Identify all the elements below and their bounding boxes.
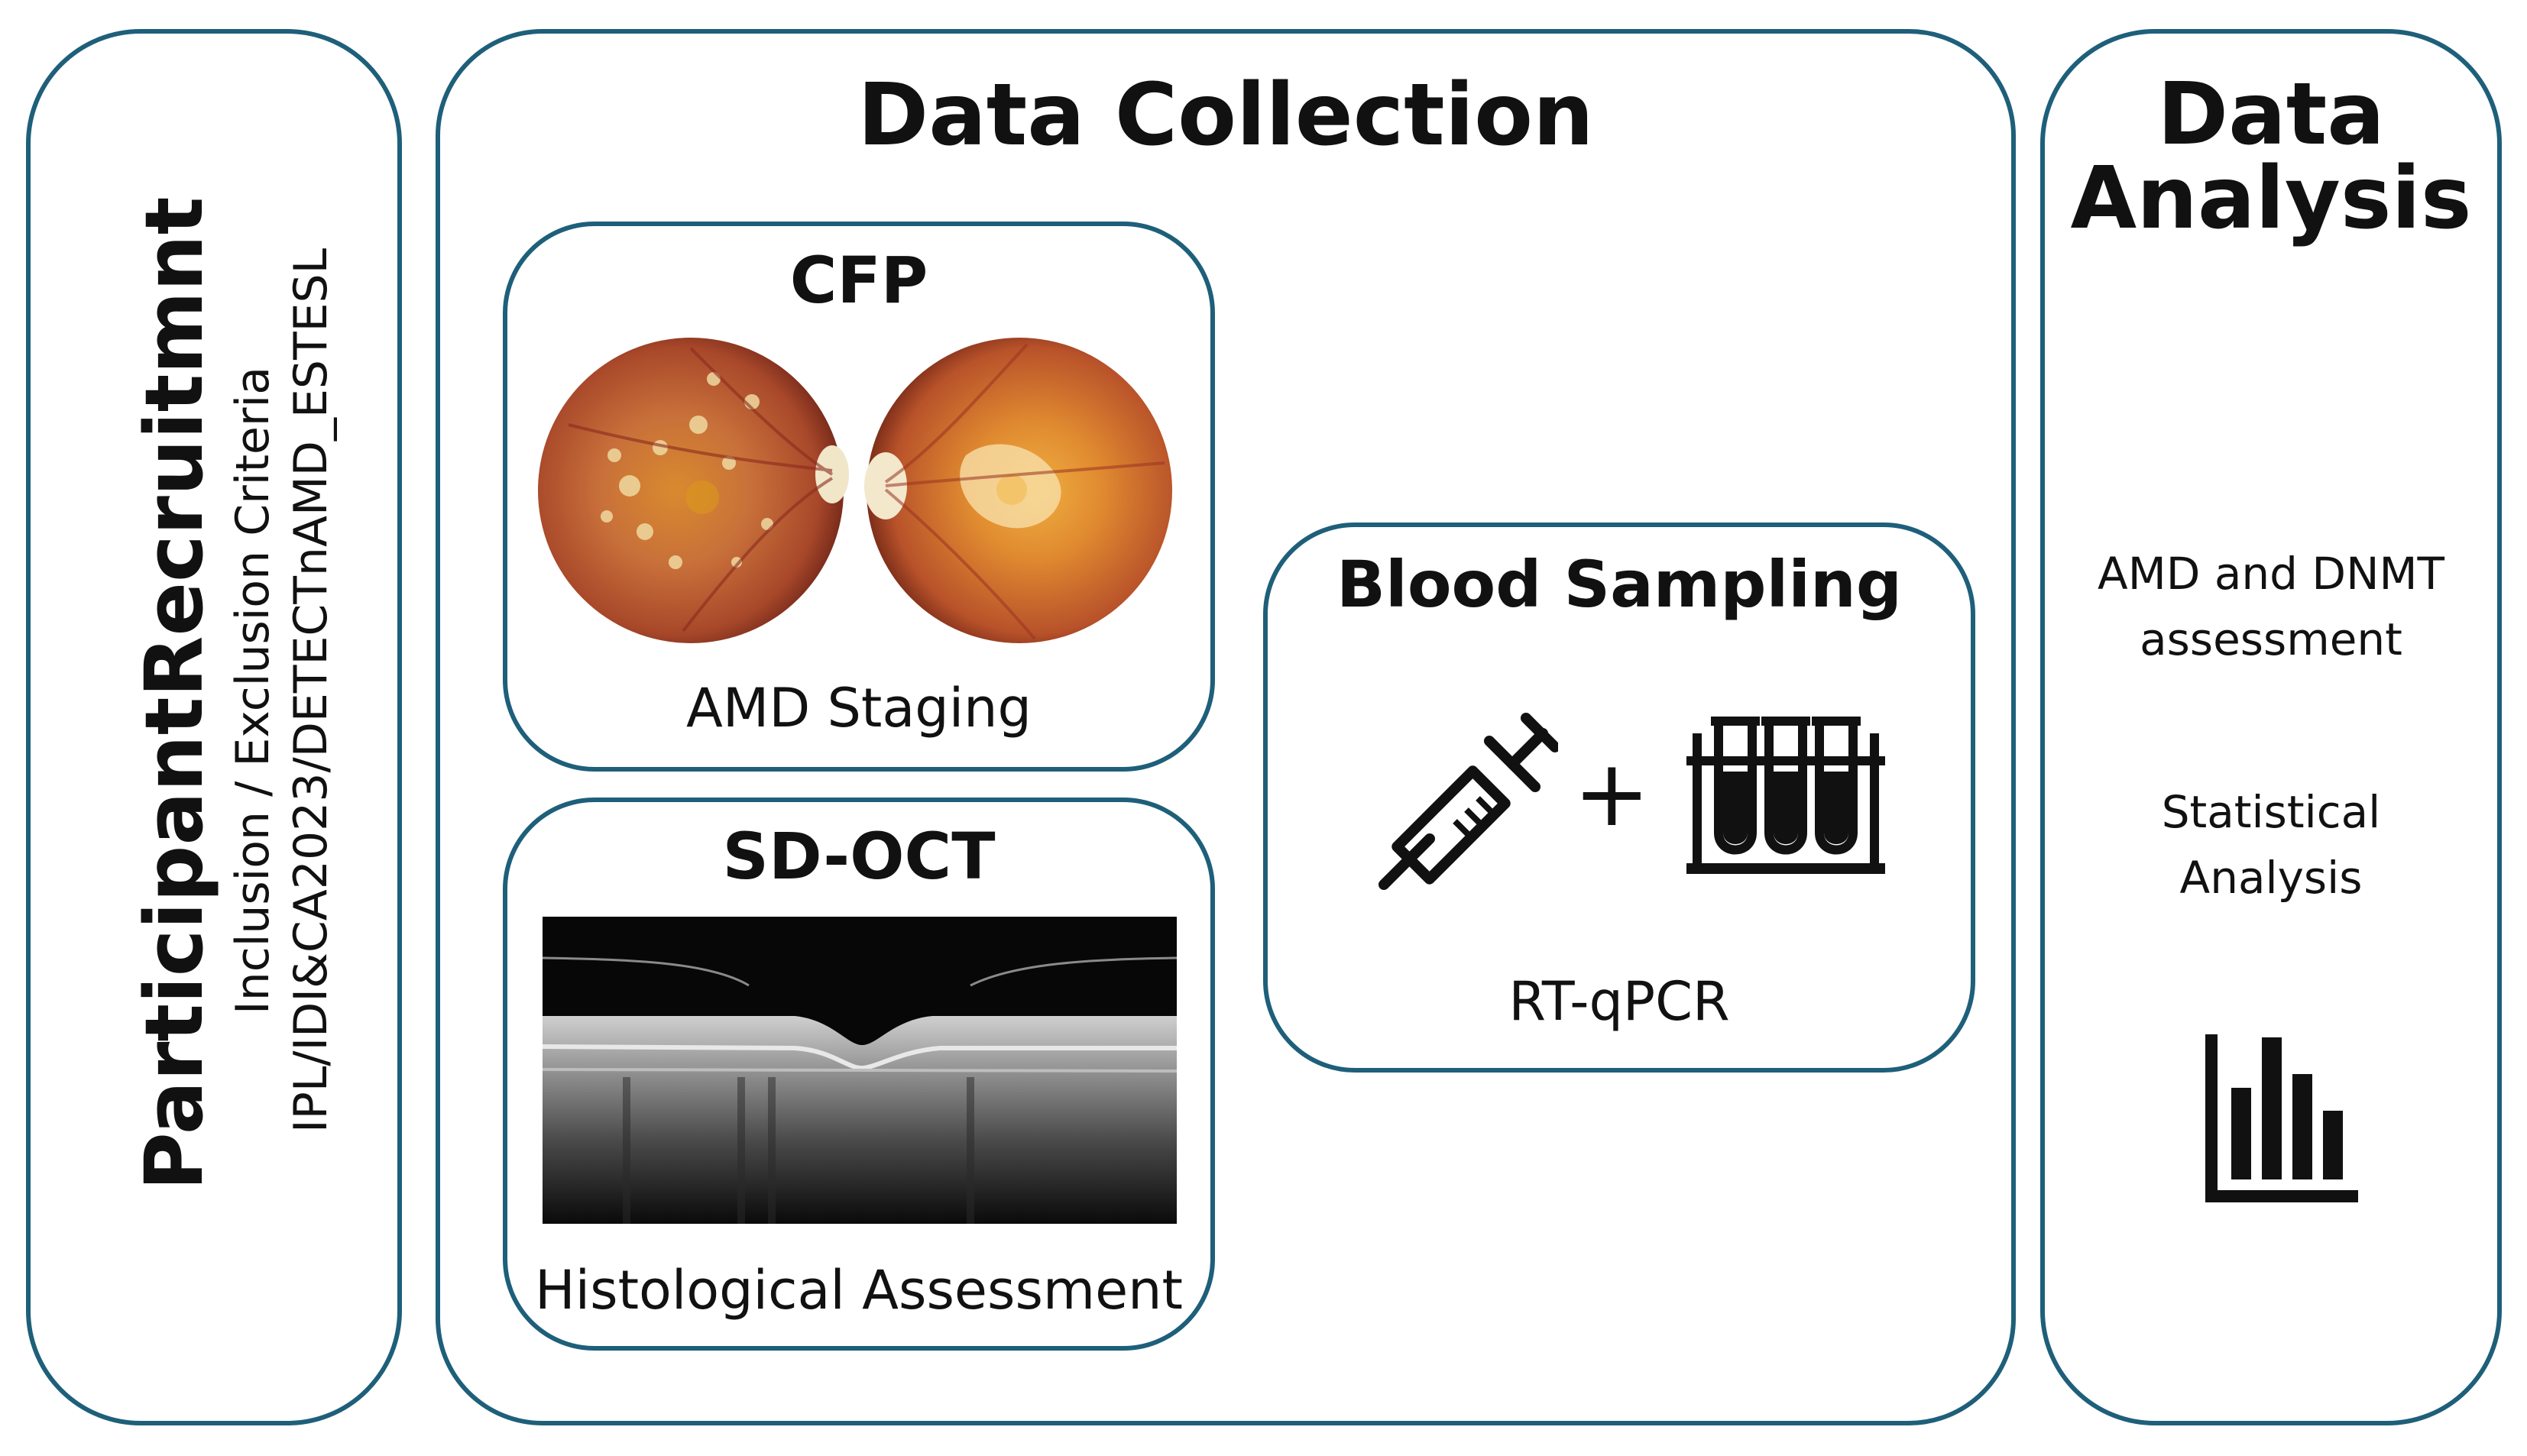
analysis-title-line1: Data xyxy=(2157,65,2385,164)
analysis-item1-line2: assessment xyxy=(2140,613,2402,665)
analysis-title-line2: Analysis xyxy=(2070,149,2472,248)
analysis-item2-line1: Statistical xyxy=(2161,786,2381,838)
test-tubes-icon xyxy=(1686,717,1885,874)
recruitment-panel xyxy=(26,29,402,1425)
analysis-item1-line1: AMD and DNMT xyxy=(2098,548,2444,600)
cfp-panel: CFP xyxy=(503,222,1215,772)
cfp-title: CFP xyxy=(789,243,928,318)
cfp-caption: AMD Staging xyxy=(686,677,1032,739)
syringe-icon xyxy=(1379,713,1558,890)
recruitment-title: ParticipantRecruitmnt xyxy=(128,196,221,1191)
blood-panel: Blood Sampling + xyxy=(1263,523,1975,1073)
analysis-item2-line2: Analysis xyxy=(2179,852,2363,904)
analysis-panel: Data Analysis AMD and DNMT assessment St… xyxy=(2040,29,2502,1425)
fundus-photo-icon xyxy=(538,338,1172,643)
protocol-text: IPL/IDI&CA2023/DETECTnAMD_ESTESL xyxy=(284,248,338,1134)
blood-caption: RT-qPCR xyxy=(1508,970,1730,1033)
oct-title: SD-OCT xyxy=(722,819,996,894)
oct-scan-icon xyxy=(543,917,1177,1224)
bar-chart-icon xyxy=(2205,1034,2358,1202)
criteria-text: Inclusion / Exclusion Criteria xyxy=(226,367,280,1014)
collection-title: Data Collection xyxy=(857,66,1594,165)
oct-caption: Histological Assessment xyxy=(535,1259,1183,1322)
oct-panel: SD-OCT Histological Assessment xyxy=(503,798,1215,1351)
blood-title: Blood Sampling xyxy=(1336,547,1902,622)
plus-sign: + xyxy=(1573,741,1651,847)
